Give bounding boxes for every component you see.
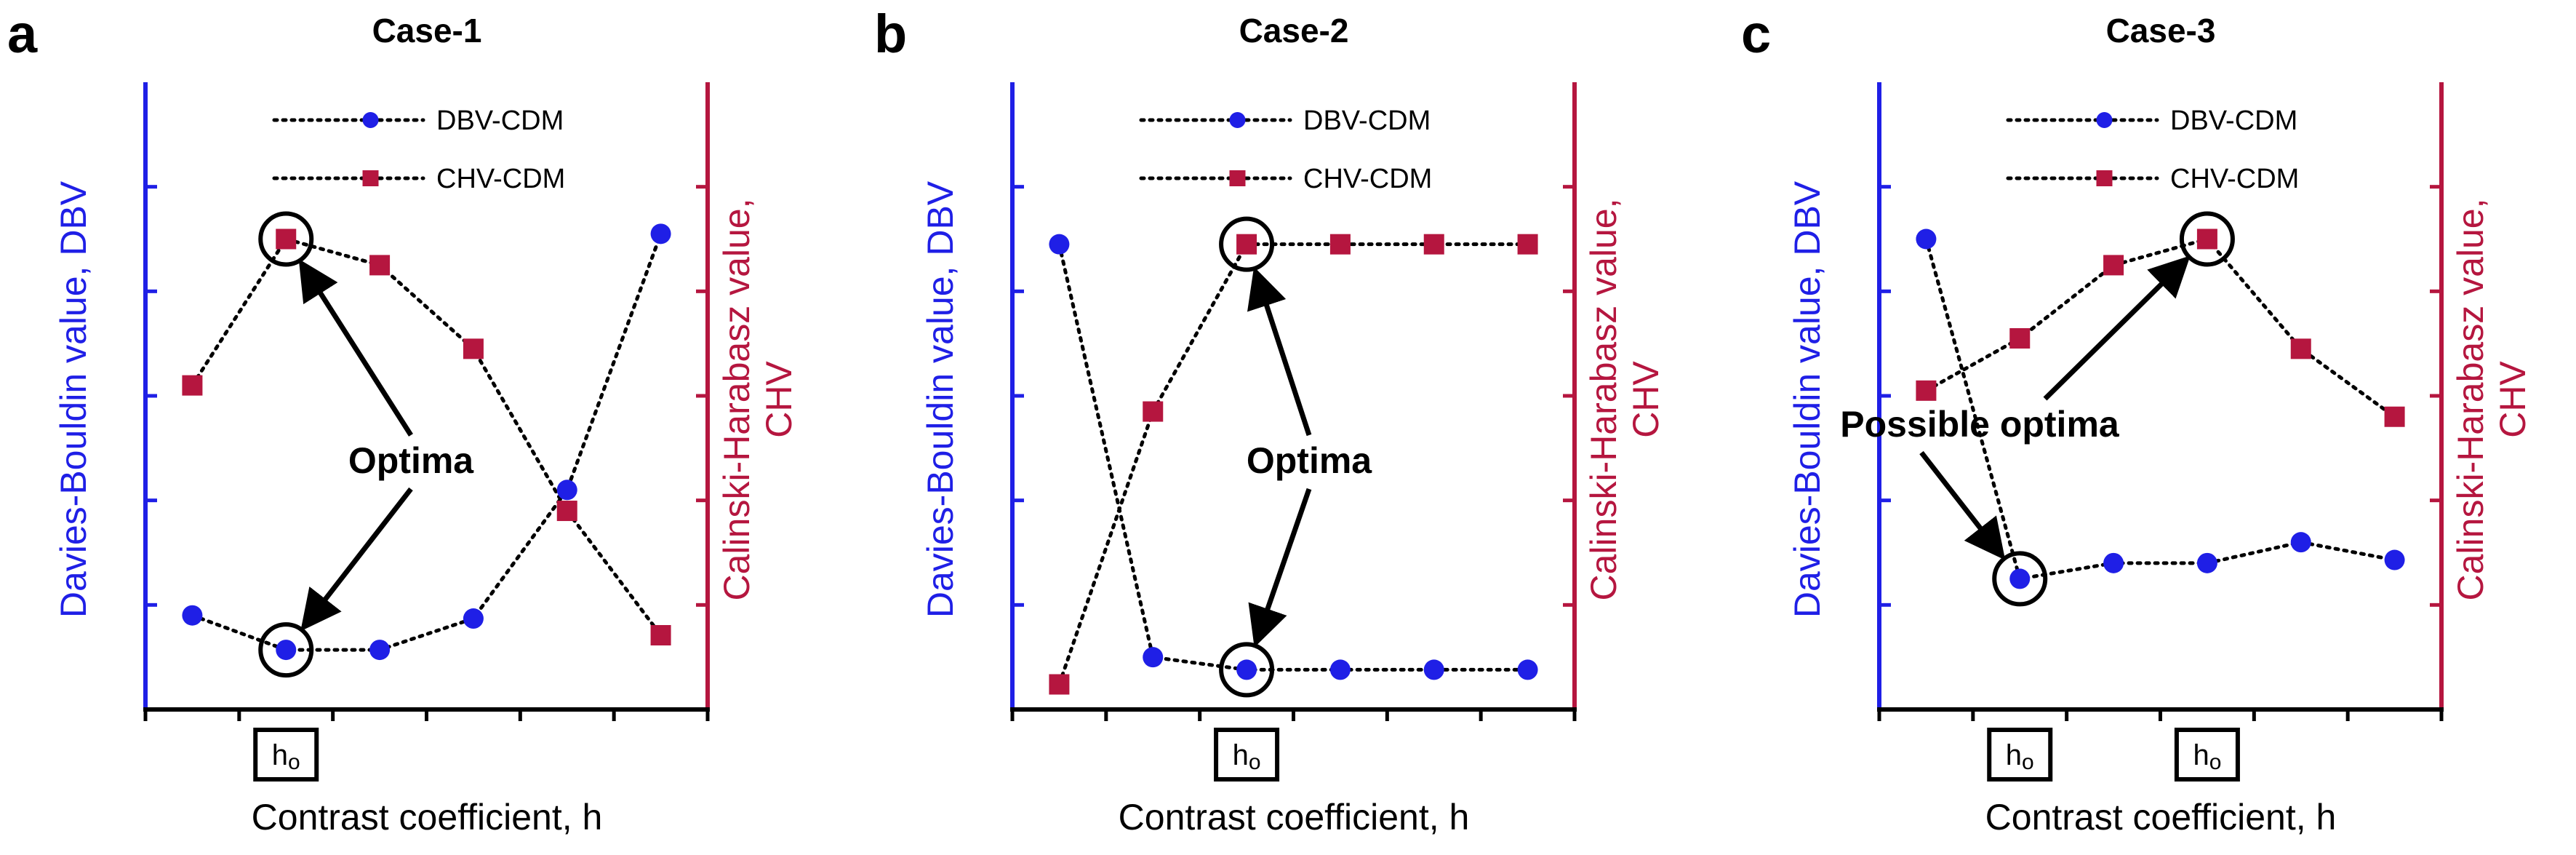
data-point-chv <box>1916 380 1937 401</box>
panel-letter: a <box>7 4 38 64</box>
data-point-chv <box>369 255 391 276</box>
data-point-dbv <box>2196 552 2217 573</box>
legend-marker-chv <box>362 170 379 186</box>
panel-letter: c <box>1741 4 1771 64</box>
data-point-dbv <box>1916 228 1937 250</box>
data-point-chv <box>2384 406 2405 427</box>
right-y-axis-label: Calinski-Harabasz value,CHV <box>716 198 799 600</box>
x-axis-label: Contrast coefficient, h <box>252 797 603 838</box>
right-y-axis-label: Calinski-Harabasz value,CHV <box>2450 198 2533 600</box>
legend-label: DBV-CDM <box>436 106 564 136</box>
data-point-chv <box>1049 674 1070 695</box>
series-line-chv-cdm <box>1057 242 1530 687</box>
legend-marker-dbv <box>1229 112 1246 128</box>
data-point-dbv <box>1329 659 1351 680</box>
annotation-text: Possible optima <box>1840 404 2120 445</box>
data-point-chv <box>2009 327 2031 349</box>
data-point-dbv <box>463 608 484 629</box>
optimum-circle <box>258 211 314 267</box>
chart-title: Case-1 <box>372 12 482 49</box>
legend-marker-chv <box>1229 170 1246 186</box>
annotation-arrow <box>298 258 413 437</box>
data-point-chv <box>1236 234 1257 255</box>
series-line-dbv-cdm <box>1924 237 2397 581</box>
series-line-chv-cdm <box>1924 236 2397 419</box>
data-point-chv <box>2290 338 2311 359</box>
optimum-circle <box>1992 551 2048 607</box>
data-point-dbv <box>2103 552 2124 573</box>
legend-marker-chv <box>2096 170 2113 186</box>
data-point-dbv <box>2009 568 2031 589</box>
legend-label: CHV-CDM <box>436 164 565 194</box>
legend-marker-dbv <box>2096 112 2113 128</box>
optimum-h-label: ho <box>2193 739 2221 774</box>
data-point-chv <box>1143 401 1164 422</box>
series-line-chv-cdm <box>190 236 663 637</box>
data-point-chv <box>556 501 577 522</box>
annotation-text: Optima <box>348 440 474 481</box>
chart-title: Case-2 <box>1239 12 1349 49</box>
optimum-h-box <box>253 728 319 782</box>
optimum-h-box <box>1987 728 2053 782</box>
optimum-h-box <box>2174 728 2240 782</box>
data-point-dbv <box>1517 659 1538 680</box>
data-point-dbv <box>182 605 203 626</box>
data-point-dbv <box>1236 659 1257 680</box>
legend-label: CHV-CDM <box>2170 164 2299 194</box>
data-point-dbv <box>2290 532 2311 553</box>
left-y-axis-label: Davies-Bouldin value, DBV <box>1787 180 1828 618</box>
chart-title: Case-3 <box>2106 12 2216 49</box>
optimum-circle <box>1219 216 1275 272</box>
series-line-dbv-cdm <box>190 231 663 652</box>
data-point-chv <box>2103 255 2124 276</box>
panel-letter: b <box>874 4 907 64</box>
data-point-chv <box>276 228 297 250</box>
data-point-dbv <box>1049 234 1070 255</box>
data-point-dbv <box>2384 549 2405 570</box>
data-point-chv <box>2196 228 2217 250</box>
series-line-dbv-cdm <box>1057 242 1530 672</box>
data-point-chv <box>1423 234 1444 255</box>
data-point-dbv <box>1423 659 1444 680</box>
x-axis-label: Contrast coefficient, h <box>1119 797 1470 838</box>
annotation-arrow <box>1247 266 1312 437</box>
data-point-dbv <box>650 223 671 244</box>
data-point-chv <box>463 338 484 359</box>
optimum-h-box <box>1214 728 1280 782</box>
x-axis-label: Contrast coefficient, h <box>1985 797 2337 838</box>
optimum-h-label: ho <box>1233 739 1261 774</box>
annotation-arrow <box>1919 450 2006 560</box>
optimum-circle <box>2179 211 2235 267</box>
data-point-chv <box>1329 234 1351 255</box>
data-point-chv <box>1517 234 1538 255</box>
left-y-axis-label: Davies-Bouldin value, DBV <box>920 180 961 618</box>
data-point-dbv <box>1143 647 1164 668</box>
annotation-arrow <box>300 487 413 632</box>
optimum-circle <box>258 622 314 678</box>
annotation-text: Optima <box>1247 440 1372 481</box>
data-point-dbv <box>556 480 577 501</box>
annotation-arrow <box>2043 255 2191 401</box>
data-point-dbv <box>276 640 297 661</box>
optimum-circle <box>1219 642 1275 698</box>
legend-label: CHV-CDM <box>1303 164 1432 194</box>
legend-marker-dbv <box>362 112 379 128</box>
data-point-chv <box>650 624 671 645</box>
right-y-axis-label: Calinski-Harabasz value,CHV <box>1583 198 1666 600</box>
data-point-chv <box>182 375 203 396</box>
annotation-arrow <box>1248 488 1312 648</box>
legend-label: DBV-CDM <box>2170 106 2297 136</box>
legend-label: DBV-CDM <box>1303 106 1431 136</box>
data-point-dbv <box>369 640 391 661</box>
left-y-axis-label: Davies-Bouldin value, DBV <box>53 180 94 618</box>
